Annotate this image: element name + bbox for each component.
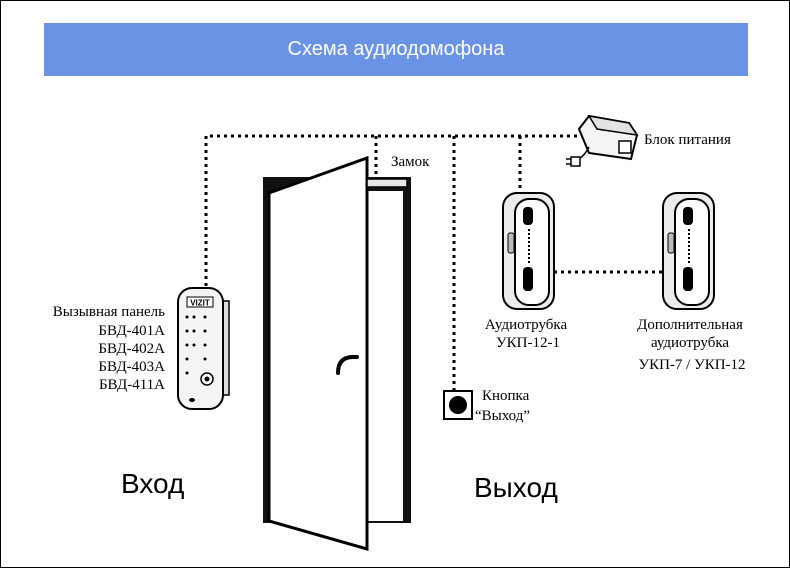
lock-bolt — [366, 178, 408, 188]
door — [263, 155, 411, 551]
label-button-title: Кнопка — [482, 388, 530, 404]
exit-button-device — [443, 390, 473, 420]
label-panel-model: БВД-402А — [98, 341, 165, 357]
label-panel-model: БВД-401А — [98, 323, 165, 339]
extra-audio-handset — [662, 192, 715, 310]
page-title: Схема аудиодомофона — [287, 38, 505, 60]
label-extra-handset-line2: аудиотрубка — [651, 335, 729, 351]
label-panel-model: БВД-411А — [99, 377, 165, 393]
label-handset-model: УКП-12-1 — [496, 335, 560, 351]
label-extra-handset-model: УКП-7 / УКП-12 — [638, 357, 745, 373]
door-handle — [336, 355, 359, 375]
label-handset-title: Аудиотрубка — [485, 317, 568, 333]
label-exit: Выход — [474, 472, 558, 503]
label-handset: Аудиотрубка УКП-12-1 — [485, 317, 568, 351]
label-power-supply: Блок питания — [644, 132, 731, 148]
label-panel-model: БВД-403А — [98, 359, 165, 375]
label-extra-handset: Дополнительная аудиотрубка УКП-7 / УКП-1… — [637, 317, 745, 373]
label-entrance: Вход — [121, 468, 184, 499]
call-panel: VIZIT — [177, 287, 230, 410]
label-panel-title: Вызывная панель — [53, 304, 165, 320]
label-lock: Замок — [391, 154, 430, 170]
panel-logo: VIZIT — [190, 299, 210, 308]
wire-panel-trunk — [204, 134, 599, 293]
title-banner: Схема аудиодомофона — [44, 23, 748, 76]
exit-button-icon — [449, 396, 467, 414]
label-call-panel: Вызывная панель БВД-401А БВД-402А БВД-40… — [53, 304, 165, 393]
door-leaf — [267, 155, 369, 551]
power-supply — [566, 114, 639, 167]
plug-icon — [570, 156, 581, 167]
label-button-name: “Выход” — [475, 408, 530, 424]
panel-keypad — [185, 315, 207, 375]
label-exit-button: Кнопка “Выход” — [475, 388, 530, 424]
audio-handset — [502, 192, 555, 310]
label-extra-handset-line1: Дополнительная — [637, 317, 743, 333]
